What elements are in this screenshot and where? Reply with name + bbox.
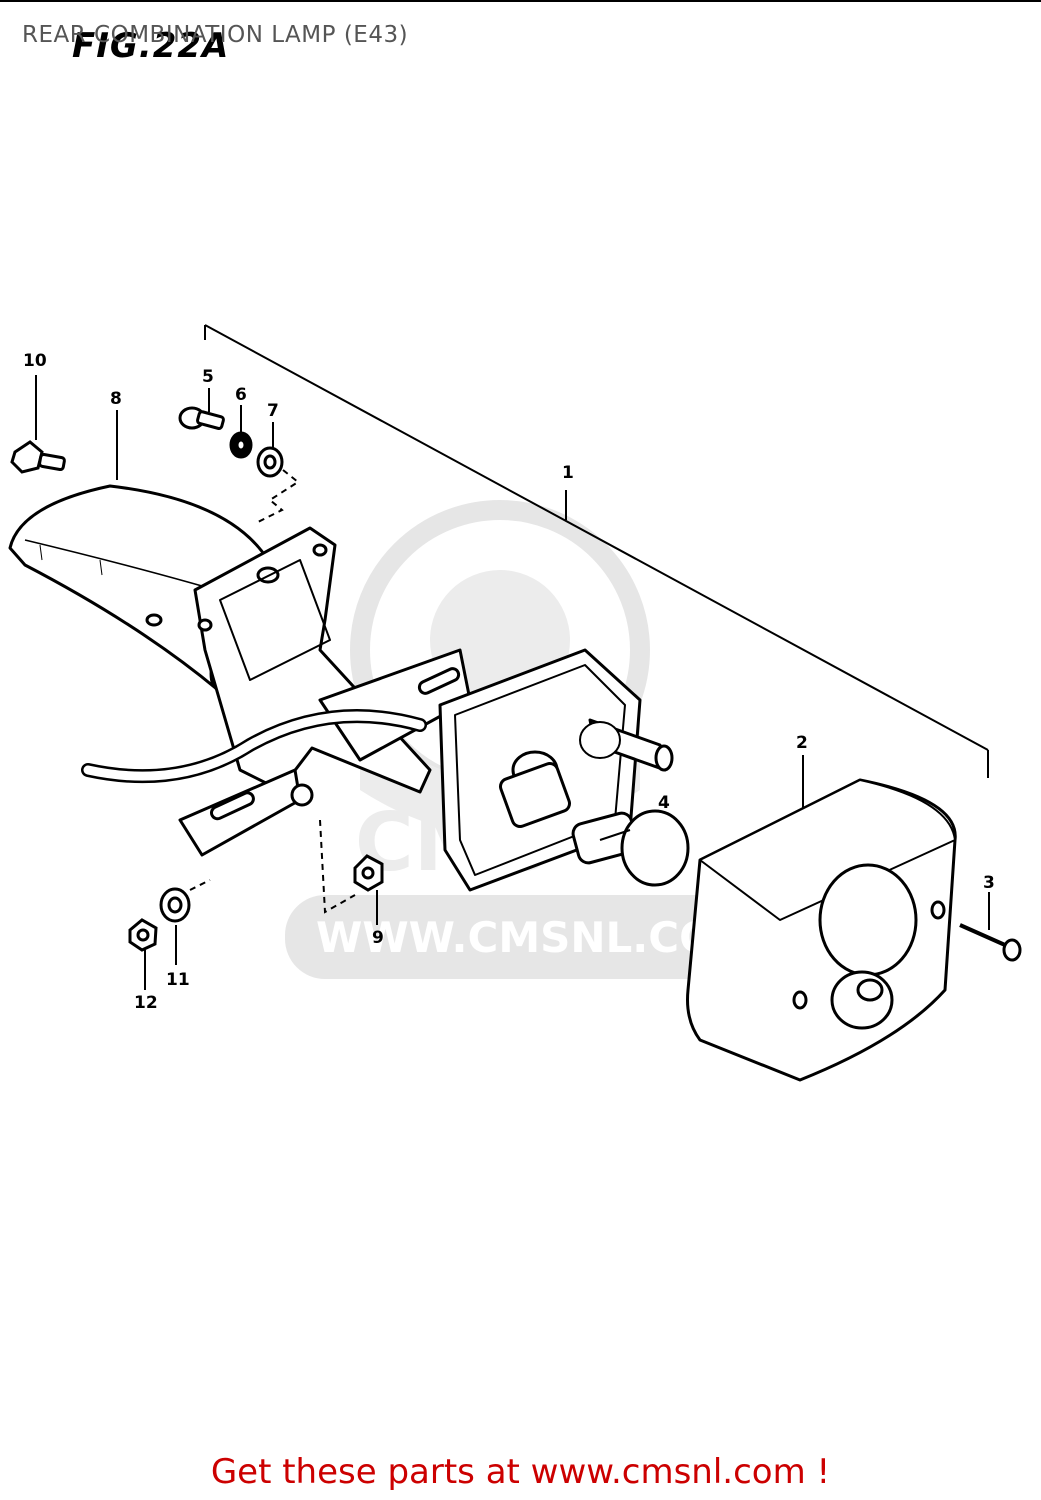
callout-8: 8 — [110, 389, 122, 409]
page-title: REAR COMBINATION LAMP (E43) — [22, 22, 409, 48]
callout-12: 12 — [134, 993, 158, 1013]
washer-7 — [256, 446, 284, 478]
nut-9 — [353, 854, 384, 892]
bolt-10 — [10, 440, 66, 474]
callout-11: 11 — [166, 970, 190, 990]
bulb — [571, 809, 690, 887]
nut-12 — [128, 918, 158, 952]
callout-10: 10 — [23, 351, 47, 371]
lens-screw — [959, 923, 1022, 962]
washer-6 — [229, 431, 253, 459]
callout-7: 7 — [267, 401, 279, 421]
callout-1: 1 — [562, 463, 574, 483]
lamp-bracket — [178, 526, 472, 857]
assembly-bracket — [204, 324, 989, 778]
callout-3: 3 — [983, 873, 995, 893]
top-border — [0, 0, 1041, 2]
washer-11 — [159, 887, 191, 923]
lamp-lens — [686, 778, 957, 1082]
callout-2: 2 — [796, 733, 808, 753]
callout-4: 4 — [658, 793, 670, 813]
figure-label: FIG.22A — [72, 26, 230, 66]
hardware-fasteners — [10, 406, 384, 952]
callout-5: 5 — [202, 367, 214, 387]
callout-labels: 1 2 3 4 5 6 7 8 9 10 11 12 — [23, 351, 995, 1013]
callout-9: 9 — [372, 928, 384, 948]
footer-link[interactable]: Get these parts at www.cmsnl.com ! — [210, 1452, 831, 1492]
watermark-url: WWW.CMSNL.COM — [316, 913, 757, 962]
callout-6: 6 — [235, 385, 247, 405]
bolt-5 — [178, 406, 225, 430]
